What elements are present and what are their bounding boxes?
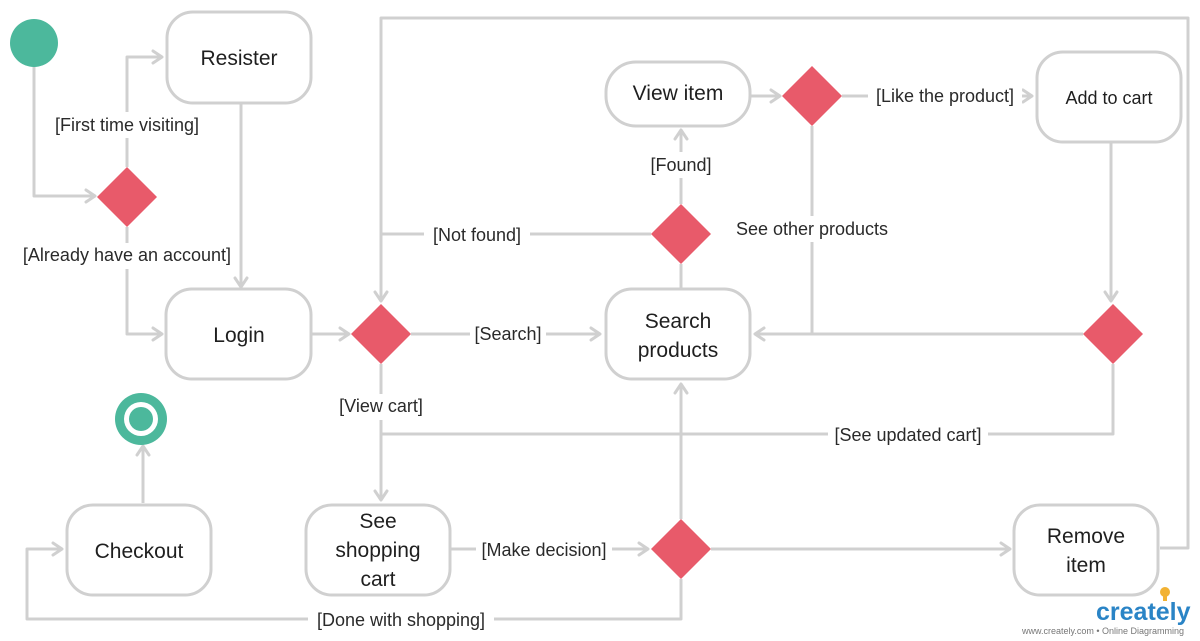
label-already-have-account: [Already have an account] [23, 245, 231, 265]
decision-diamond-cart-merge[interactable] [1083, 304, 1143, 364]
label-done-with-shopping: [Done with shopping] [317, 610, 485, 630]
edge-start-to-decision [32, 62, 95, 198]
arrowhead [673, 382, 689, 395]
arrowhead [637, 541, 650, 557]
action-nodes: Resister Login View item Add to cart Sea… [65, 10, 1183, 597]
label-like-the-product: [Like the product] [876, 86, 1014, 106]
end-node [115, 393, 167, 445]
label-make-decision: [Make decision] [481, 540, 606, 560]
label-not-found: [Not found] [433, 225, 521, 245]
decision-diamond-view-item[interactable] [782, 66, 842, 126]
arrowhead [338, 326, 351, 342]
arrowhead [753, 326, 766, 342]
arrowhead [151, 326, 164, 342]
arrowhead [673, 128, 689, 141]
decision-diamond-make-decision[interactable] [651, 519, 711, 579]
node-remove-item-line1: Remove [1047, 525, 1125, 548]
decision-diamond-after-login[interactable] [351, 304, 411, 364]
lightbulb-icon [1160, 587, 1170, 601]
node-resister[interactable]: Resister [165, 10, 313, 105]
node-see-shopping-cart-line3: cart [360, 568, 395, 591]
brand-name: creately [1096, 598, 1191, 626]
node-view-item[interactable]: View item [604, 60, 752, 128]
node-resister-label: Resister [200, 47, 277, 70]
node-see-shopping-cart-line1: See [359, 510, 396, 533]
label-first-time-visiting: [First time visiting] [55, 115, 199, 135]
node-search-products[interactable]: Search products [604, 287, 752, 381]
edge-labels: [First time visiting] [Already have an a… [20, 84, 1022, 633]
label-view-cart: [View cart] [339, 396, 423, 416]
node-login-label: Login [213, 324, 264, 347]
label-see-other-products: See other products [736, 219, 888, 239]
node-remove-item[interactable]: Remove item [1012, 503, 1160, 597]
edge-outer-loop [379, 16, 1190, 550]
arrowhead [135, 444, 151, 457]
node-login[interactable]: Login [164, 287, 313, 381]
node-remove-item-line2: item [1066, 554, 1106, 577]
arrowhead [373, 489, 389, 502]
node-add-to-cart-label: Add to cart [1065, 88, 1152, 108]
arrowhead [589, 326, 602, 342]
decision-diamond-account[interactable] [97, 167, 157, 227]
node-search-products-line1: Search [645, 310, 712, 333]
edge-see-updated-cart [381, 364, 1115, 436]
node-add-to-cart[interactable]: Add to cart [1035, 50, 1183, 144]
node-checkout-label: Checkout [95, 540, 184, 563]
arrowhead [151, 49, 164, 65]
node-checkout[interactable]: Checkout [65, 503, 213, 597]
node-search-products-line2: products [638, 339, 719, 362]
label-found: [Found] [650, 155, 711, 175]
arrowhead [999, 541, 1012, 557]
decision-diamond-search-result[interactable] [651, 204, 711, 264]
node-view-item-label: View item [633, 82, 724, 105]
arrowhead [1021, 88, 1034, 104]
label-search: [Search] [474, 324, 541, 344]
edge-done-shopping [25, 547, 683, 621]
creately-logo: creately www.creately.com • Online Diagr… [1021, 587, 1191, 636]
label-see-updated-cart: [See updated cart] [834, 425, 981, 445]
start-node [10, 19, 58, 67]
brand-tagline: www.creately.com • Online Diagramming [1021, 626, 1184, 636]
node-see-shopping-cart[interactable]: See shopping cart [304, 503, 452, 597]
arrowhead [769, 88, 782, 104]
arrowhead [84, 188, 97, 204]
arrowhead [233, 276, 249, 289]
node-see-shopping-cart-line2: shopping [335, 539, 420, 562]
decision-nodes [97, 66, 1143, 579]
arrowhead [373, 290, 389, 303]
arrowhead [1103, 290, 1119, 303]
arrowhead [51, 541, 64, 557]
